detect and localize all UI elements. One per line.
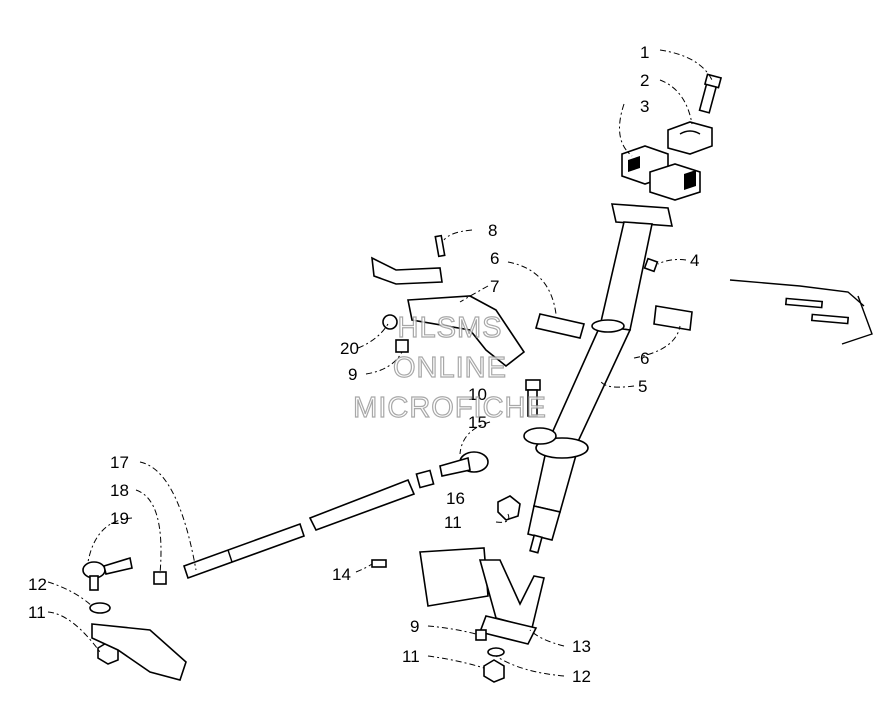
- part-bushing-6b: [653, 305, 693, 331]
- callout-11a: 11: [444, 513, 462, 532]
- part-clamp-cap-2: [667, 121, 713, 155]
- part-bushing-6a: [534, 313, 586, 339]
- callout-12a: 12: [28, 575, 47, 594]
- callout-16: 16: [446, 489, 465, 508]
- leader-lines: [47, 49, 713, 677]
- part-tie-rod-17: [182, 478, 416, 580]
- callout-labels: 1 2 3 4 5 6 6 7 8 9 9 10 11 11 11 12 12 …: [28, 43, 699, 686]
- watermark-line-1: HLSMS: [397, 311, 503, 344]
- part-washer-12-left: [89, 602, 111, 614]
- callout-15: 15: [468, 413, 487, 432]
- callout-4: 4: [690, 251, 699, 270]
- front-arrow-left: [371, 256, 443, 285]
- part-screw-14: [371, 559, 387, 568]
- callout-9a: 9: [348, 365, 357, 384]
- callout-11b: 11: [28, 603, 46, 622]
- part-support-bracket-7: [407, 295, 526, 368]
- part-jam-nut-16: [415, 469, 435, 489]
- callout-10: 10: [468, 385, 487, 404]
- part-bolt-1: [698, 73, 723, 114]
- callout-3: 3: [640, 97, 649, 116]
- callout-18: 18: [110, 481, 129, 500]
- watermark-line-2: ONLINE: [392, 351, 507, 384]
- callout-2: 2: [640, 71, 649, 90]
- part-nut-4: [643, 257, 659, 273]
- part-nut-11-center: [497, 495, 521, 521]
- callout-7: 7: [490, 277, 499, 296]
- part-jam-nut-18: [153, 571, 167, 585]
- callout-14: 14: [332, 565, 351, 584]
- part-steering-arm: [91, 623, 187, 681]
- callout-9b: 9: [410, 617, 419, 636]
- callout-11c: 11: [402, 647, 420, 666]
- callout-8: 8: [488, 221, 497, 240]
- part-bolt-8: [434, 234, 446, 258]
- callout-17: 17: [110, 453, 129, 472]
- callout-5: 5: [638, 377, 647, 396]
- callout-13: 13: [572, 637, 591, 656]
- handlebar-ends-right: [729, 279, 873, 345]
- callout-6b: 6: [640, 349, 649, 368]
- part-nut-11-bottom: [483, 659, 505, 683]
- callout-19: 19: [110, 509, 129, 528]
- part-nut-20: [382, 314, 398, 330]
- part-lower-bracket-13: [419, 547, 545, 645]
- part-handlebar-block-3: [621, 145, 701, 201]
- callout-20: 20: [340, 339, 359, 358]
- part-bolt-10-shank: [527, 389, 538, 417]
- part-tie-rod-end-19: [82, 556, 133, 591]
- part-tie-rod-end-15: [439, 427, 557, 477]
- callout-12b: 12: [572, 667, 591, 686]
- callout-1: 1: [640, 43, 649, 62]
- watermark-line-3: MICROFICHE: [353, 391, 547, 424]
- part-washer-12-bottom: [487, 647, 505, 657]
- callout-6a: 6: [490, 249, 499, 268]
